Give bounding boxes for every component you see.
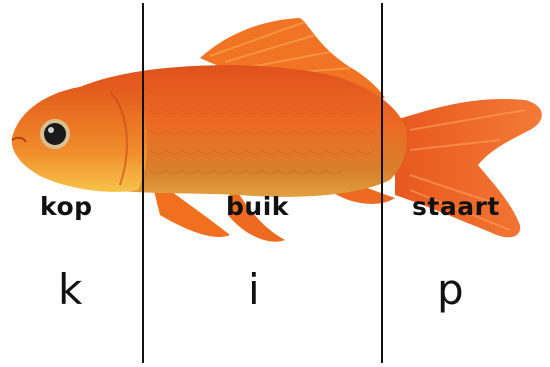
label-kop: kop: [40, 192, 93, 221]
label-buik: buik: [226, 192, 289, 221]
letter-kop: k: [58, 265, 82, 314]
divider-left: [142, 3, 144, 363]
label-staart: staart: [412, 192, 500, 221]
letter-buik: i: [248, 265, 260, 314]
letter-staart: p: [437, 265, 464, 314]
divider-right: [381, 3, 383, 363]
fish-eye: [40, 119, 70, 149]
